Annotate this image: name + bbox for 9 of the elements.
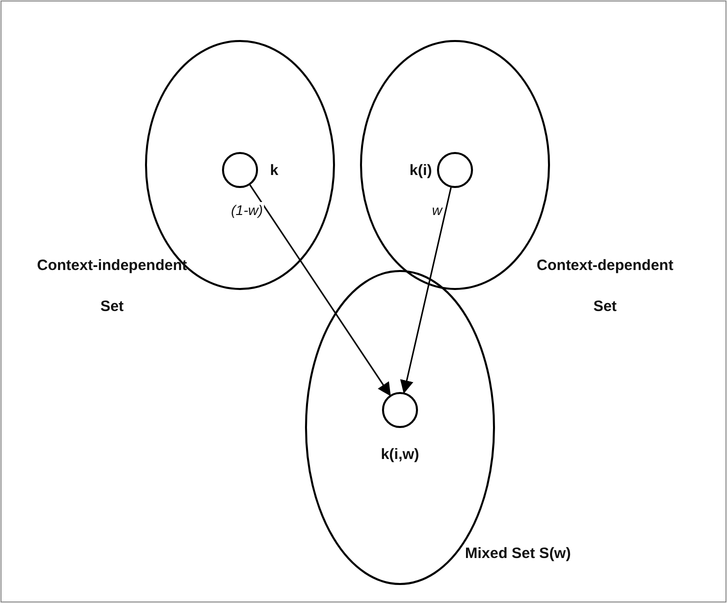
set-label: Context-independent Set (36, 256, 188, 317)
node-label: k(i) (408, 162, 432, 180)
arrow (400, 187, 452, 394)
node-label: k (270, 162, 278, 180)
node-label: k(i,w) (380, 446, 420, 464)
edge-label: (1-w) (230, 202, 264, 218)
set-label: Context-dependent Set (536, 256, 674, 317)
arrow (249, 184, 391, 396)
set-label: Mixed Set S(w) (465, 544, 572, 564)
